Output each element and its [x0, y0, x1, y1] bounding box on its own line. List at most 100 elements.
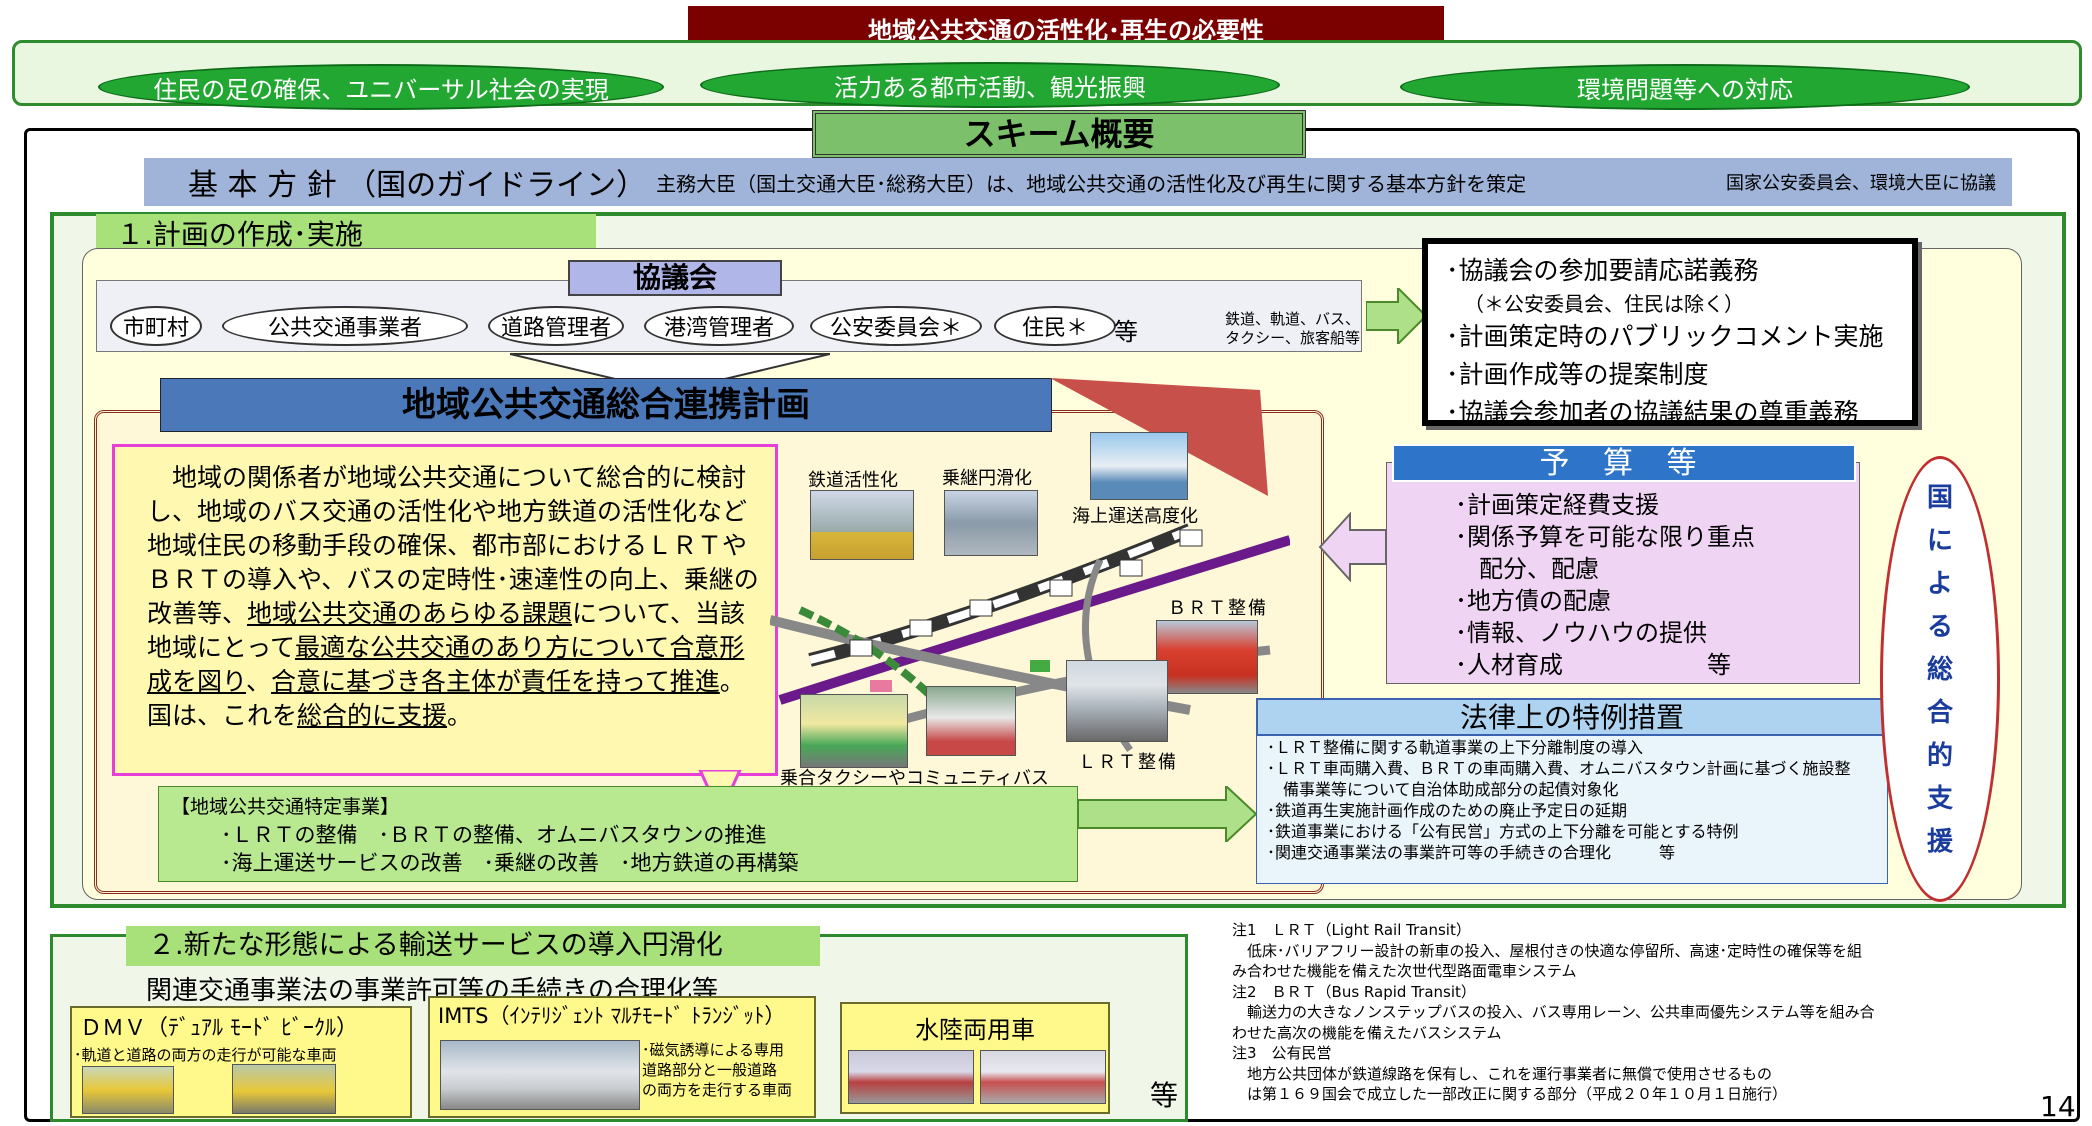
note-line-8: 地方公共団体が鉄道線路を保有し、これを運行事業者に無償で使用させるもの	[1232, 1064, 1773, 1083]
kuni-char-5: 総	[1926, 655, 1953, 685]
houritsu-box: ･ＬＲＴ整備に関する軌道事業の上下分離制度の導入 ･ＬＲＴ車両購入費、ＢＲＴの車両…	[1256, 732, 1888, 884]
note-line-1: 注1 ＬＲＴ（Light Rail Transit）	[1232, 921, 1471, 939]
tokutei-box: 【地域公共交通特定事業】 ･ＬＲＴの整備 ･ＢＲＴの整備、オムニバスタウンの推進…	[158, 786, 1078, 882]
label-kaijou: 海上運送高度化	[1072, 506, 1198, 527]
houritsu-item-1: ･ＬＲＴ整備に関する軌道事業の上下分離制度の導入	[1267, 738, 1644, 757]
kuni-char-3: よ	[1926, 569, 1953, 599]
obligation-2: ･計画策定時のパブリックコメント実施	[1446, 322, 1884, 351]
tokutei-line-2: ･海上運送サービスの改善 ･乗継の改善 ･地方鉄道の再構築	[221, 851, 799, 875]
dmv-desc: ･軌道と道路の両方の走行が可能な車両	[74, 1046, 337, 1064]
kuni-support-oval: 国による総合的支援	[1880, 456, 2000, 902]
photo-brt	[1156, 620, 1258, 694]
houritsu-item-3: 備事業等について自治体助成部分の起債対象化	[1267, 780, 1619, 799]
note-line-5: 輸送力の大きなノンステップバスの投入、バス専用レーン、公共車両優先システム等を組…	[1232, 1003, 1875, 1021]
kihon-right: 国家公安委員会、環境大臣に協議	[1726, 173, 1996, 194]
kihon-bar: 基 本 方 針 （国のガイドライン） 主務大臣（国土交通大臣･総務大臣）は、地域…	[144, 158, 2012, 206]
photo-minibus	[800, 694, 908, 768]
obligation-1: ･協議会の参加要請応諾義務	[1446, 256, 1759, 285]
photo-train	[810, 490, 914, 560]
yosan-item-1: ･計画策定経費支援	[1455, 491, 1659, 519]
kihon-text: 主務大臣（国土交通大臣･総務大臣）は、地域公共交通の活性化及び再生に関する基本方…	[656, 171, 1527, 196]
tokutei-line-1: ･ＬＲＴの整備 ･ＢＲＴの整備、オムニバスタウンの推進	[221, 823, 767, 847]
obligations-box: ･協議会の参加要請応諾義務 （＊公安委員会、住民は除く） ･計画策定時のパブリッ…	[1422, 238, 1918, 427]
label-tetsudou: 鉄道活性化	[808, 470, 898, 491]
kuni-char-1: 国	[1926, 483, 1953, 513]
tokutei-title: 【地域公共交通特定事業】	[171, 796, 400, 818]
label-brt: ＢＲＴ整備	[1168, 598, 1268, 619]
houritsu-heading: 法律上の特例措置	[1256, 698, 1888, 736]
dmv-box: ＤＭＶ（ﾃﾞｭｱﾙ ﾓｰﾄﾞ ﾋﾞｰｸﾙ） ･軌道と道路の両方の走行が可能な車両	[70, 1006, 412, 1118]
yosan-list: ･計画策定経費支援 ･関係予算を可能な限り重点 配分、配慮 ･地方債の配慮 ･情報、ノ…	[1387, 463, 1859, 681]
main-paragraph-text: 地域の関係者が地域公共交通について総合的に検討し、地域のバス交通の活性化や地方鉄…	[147, 463, 759, 730]
houritsu-item-4: ･鉄道再生実施計画作成のための廃止予定日の延期	[1267, 801, 1628, 820]
member-koutsu-jigyousha: 公共交通事業者	[222, 306, 468, 346]
note-line-4: 注2 ＢＲＴ（Bus Rapid Transit）	[1232, 982, 1476, 1001]
goal-ellipse-1: 住民の足の確保、ユニバーサル社会の実現	[98, 64, 664, 110]
arrow-tokutei-icon	[1078, 786, 1258, 842]
plan-title: 地域公共交通総合連携計画	[160, 378, 1052, 432]
yosan-item-3: 配分、配慮	[1455, 555, 1599, 583]
dmv-title: ＤＭＶ（ﾃﾞｭｱﾙ ﾓｰﾄﾞ ﾋﾞｰｸﾙ）	[80, 1016, 358, 1041]
member-shichoson: 市町村	[110, 306, 202, 346]
photo-lrt	[1066, 660, 1168, 742]
houritsu-item-5: ･鉄道事業における「公有民営」方式の上下分離を可能とする特例	[1267, 822, 1739, 841]
yosan-item-2: ･関係予算を可能な限り重点	[1455, 523, 1755, 551]
obligation-3: ･計画作成等の提案制度	[1446, 360, 1709, 389]
main-paragraph: 地域の関係者が地域公共交通について総合的に検討し、地域のバス交通の活性化や地方鉄…	[112, 444, 778, 776]
kuni-char-4: る	[1926, 612, 1953, 642]
scheme-title: スキーム概要	[812, 110, 1306, 158]
goal-ellipse-3: 環境問題等への対応	[1400, 64, 1970, 110]
kuni-char-7: 的	[1926, 741, 1953, 771]
arrow-left-icon	[1318, 512, 1387, 582]
houritsu-list: ･ＬＲＴ整備に関する軌道事業の上下分離制度の導入 ･ＬＲＴ車両購入費、ＢＲＴの車両…	[1267, 737, 1877, 863]
obligation-4: ･協議会参加者の協議結果の尊重義務	[1446, 398, 1859, 427]
photo-ferry	[1090, 432, 1188, 500]
photo-dmv-1	[82, 1066, 174, 1114]
kyougikai-title: 協議会	[568, 260, 782, 296]
notes: 注1 ＬＲＴ（Light Rail Transit） 低床･バリアフリー設計の新…	[1232, 920, 2012, 1105]
note-line-3: み合わせた機能を備えた次世代型路面電車システム	[1232, 962, 1577, 980]
yosan-item-5: ･情報、ノウハウの提供	[1455, 619, 1707, 647]
yosan-item-6: ･人材育成 等	[1455, 651, 1731, 679]
note-line-2: 低床･バリアフリー設計の新車の投入、屋根付きの快適な停留所、高速･定時性の確保等…	[1232, 941, 1863, 960]
kuni-char-8: 支	[1926, 784, 1953, 814]
imts-title: IMTS（ｲﾝﾃﾘｼﾞｪﾝﾄ ﾏﾙﾁﾓｰﾄﾞ ﾄﾗﾝｼﾞｯﾄ）	[438, 1004, 786, 1028]
houritsu-item-2: ･ＬＲＴ車両購入費、ＢＲＴの車両購入費、オムニバスタウン計画に基づく施設整	[1267, 759, 1851, 778]
obligation-note: （＊公安委員会、住民は除く）	[1464, 292, 1744, 316]
arrow-down-icon	[510, 353, 830, 394]
photo-imts	[440, 1040, 640, 1110]
member-jumin: 住民＊	[994, 306, 1116, 346]
suiriku-box: 水陸両用車	[840, 1002, 1110, 1114]
label-taxi: 乗合タクシーやコミュニティバス	[780, 768, 1049, 789]
member-note: 鉄道、軌道、バス、 タクシー、旅客船等	[1224, 310, 1360, 347]
yosan-box: ･計画策定経費支援 ･関係予算を可能な限り重点 配分、配慮 ･地方債の配慮 ･情報、ノ…	[1386, 462, 1860, 684]
section-2-heading: ２.新たな形態による輸送サービスの導入円滑化	[126, 926, 820, 966]
photo-suiriku-2	[980, 1050, 1106, 1104]
label-lrt: ＬＲＴ整備	[1078, 752, 1178, 773]
kuni-char-2: に	[1926, 526, 1953, 556]
note-line-9: は第１６９国会で成立した一部改正に関する部分（平成２０年１０月１日施行）	[1232, 1085, 1788, 1103]
kihon-label: 基 本 方 針 （国のガイドライン）	[188, 168, 647, 203]
member-douro-kanrisha: 道路管理者	[488, 306, 624, 346]
kuni-char-9: 援	[1926, 827, 1953, 857]
goal-ellipse-2: 活力ある都市活動、観光振興	[700, 62, 1280, 108]
arrow-right-icon	[1366, 288, 1428, 344]
yosan-heading: 予 算 等	[1392, 444, 1856, 482]
members-suffix: 等	[1114, 318, 1138, 346]
page-number: 14	[2040, 1090, 2076, 1123]
note-line-7: 注3 公有民営	[1232, 1044, 1332, 1062]
imts-box: IMTS（ｲﾝﾃﾘｼﾞｪﾝﾄ ﾏﾙﾁﾓｰﾄﾞ ﾄﾗﾝｼﾞｯﾄ） ･磁気誘導による…	[428, 996, 816, 1118]
yosan-item-4: ･地方債の配慮	[1455, 587, 1611, 615]
member-kouwan-kanrisha: 港湾管理者	[644, 306, 794, 346]
imts-desc: ･磁気誘導による専用 道路部分と一般道路 の両方を走行する車両	[642, 1041, 793, 1099]
photo-dmv-2	[232, 1064, 336, 1114]
photo-suiriku-1	[848, 1050, 974, 1104]
houritsu-item-6: ･関連交通事業法の事業許可等の手続きの合理化 等	[1267, 843, 1676, 862]
section-2-etc: 等	[1150, 1079, 1179, 1112]
kuni-char-6: 合	[1926, 698, 1953, 728]
note-line-6: わせた高次の機能を備えたバスシステム	[1232, 1023, 1502, 1042]
label-norikae: 乗継円滑化	[942, 468, 1032, 489]
member-kouan-iinkai: 公安委員会＊	[810, 306, 982, 346]
suiriku-title: 水陸両用車	[915, 1016, 1035, 1044]
photo-transfer	[944, 490, 1038, 556]
